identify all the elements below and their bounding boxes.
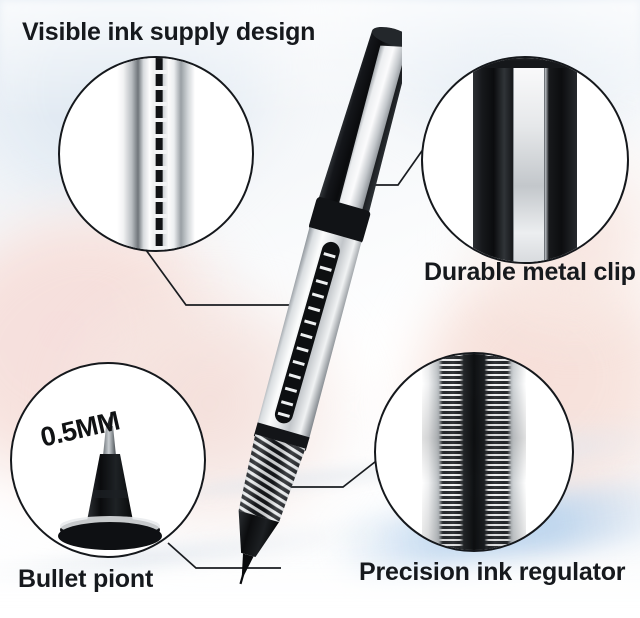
bullet-tip-closeup-circle: 0.5MM [10, 362, 206, 558]
ink-regulator-closeup-content [376, 354, 572, 550]
leader-line-ink-regulator [287, 457, 381, 488]
pen-cap-crown [371, 26, 402, 47]
leader-line-ink-supply [145, 249, 308, 306]
pen-grip-ribs [238, 434, 306, 523]
closeup-clip-top-edge [473, 58, 577, 68]
caption-visible-ink-supply: Visible ink supply design [22, 18, 316, 46]
closeup-bullet-tip-drawing [58, 416, 162, 550]
bullet-tip-closeup-content: 0.5MM [12, 364, 204, 556]
caption-durable-metal-clip: Durable metal clip [424, 258, 636, 286]
caption-bullet-point: Bullet piont [18, 565, 154, 593]
pen-ink-window-ticks [277, 252, 336, 418]
metal-clip-closeup-content [423, 58, 627, 262]
closeup-tip-needle [103, 426, 116, 456]
metal-clip-closeup-circle [421, 56, 629, 264]
ink-supply-closeup-circle [58, 56, 254, 252]
pen-tip-point [239, 574, 245, 585]
pen-illustration [238, 26, 402, 585]
closeup-regulator-shading [422, 354, 526, 550]
ink-supply-closeup-content [60, 58, 252, 250]
closeup-regulator-ribs [422, 354, 526, 550]
pen-ink-window [274, 241, 340, 424]
pen-clip [337, 45, 402, 213]
closeup-tip-base-shadow [58, 522, 162, 550]
caption-precision-ink-regulator: Precision ink regulator [359, 558, 626, 586]
closeup-tip-ring [92, 490, 128, 498]
ink-regulator-closeup-circle [374, 352, 574, 552]
pen-collar [253, 422, 310, 451]
pen-tip-needle [241, 553, 254, 581]
leader-line-bullet-point [167, 542, 281, 569]
closeup-clip-metal-inset [512, 62, 545, 262]
closeup-tip-point [107, 416, 112, 426]
closeup-ink-tick-marks [117, 58, 195, 250]
closeup-ink-barrel [117, 58, 195, 250]
pen-cone [238, 510, 280, 558]
background-blur-paper-sheet [0, 565, 640, 618]
